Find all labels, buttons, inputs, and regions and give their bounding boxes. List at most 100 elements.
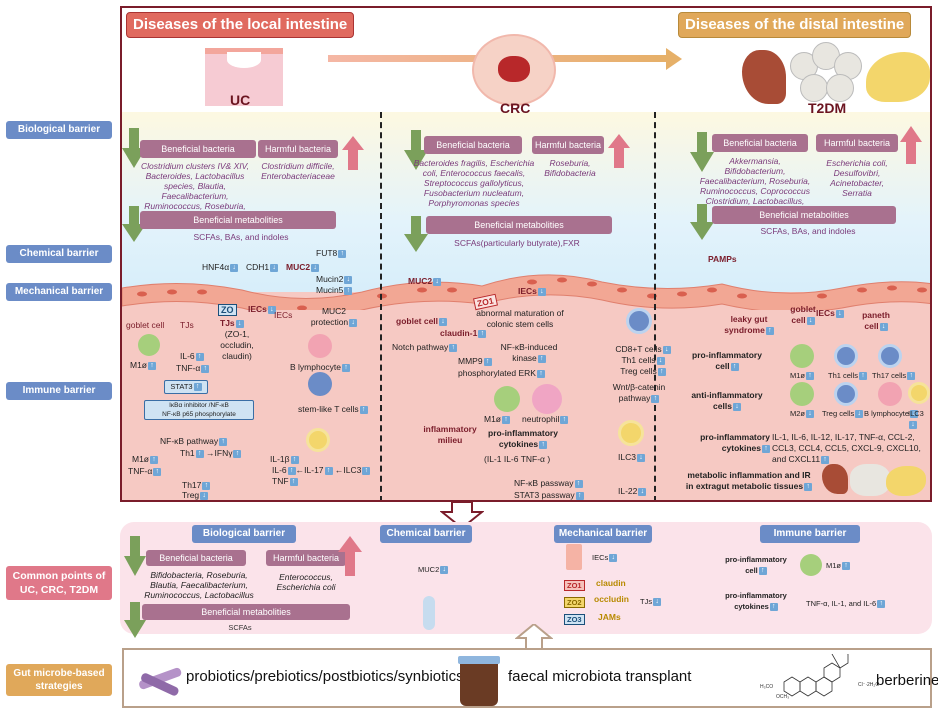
up-icon: ↑ <box>150 455 158 464</box>
side-label-common: Common points of UC, CRC, T2DM <box>6 566 112 600</box>
faecal-sample-jar-icon <box>458 656 500 706</box>
down-icon: ↓ <box>909 421 917 430</box>
probiotic-bacteria-icon <box>139 667 182 696</box>
common-harmful-bacteria-list: Enterococcus, Escherichia coli <box>276 572 336 592</box>
uc-hnf4a: HNF4α↓ <box>202 262 239 273</box>
up-icon: ↑ <box>478 329 487 338</box>
t2dm-liver-small-icon <box>822 464 848 494</box>
strategy-fmt: faecal microbiota transplant <box>508 668 692 685</box>
up-icon: ↑ <box>537 354 546 363</box>
t2dm-pro-cell: pro-inflammatory cell↑ <box>692 350 762 371</box>
up-icon: ↑ <box>202 481 211 490</box>
uc-mucin2: Mucin2↓ <box>316 274 353 285</box>
up-icon: ↑ <box>574 479 583 488</box>
down-icon: ↓ <box>879 322 888 331</box>
uc-tjs-detail-title: TJs↓ <box>220 318 244 329</box>
uc-iecs-main: IECs↓ <box>248 304 276 315</box>
crc-iecs: IECs↓ <box>518 286 546 297</box>
crc-ilc3-icon <box>618 420 644 446</box>
side-label-chemical: Chemical barrier <box>6 245 112 263</box>
t2dm-iecs: IECs↓ <box>816 308 844 319</box>
crc-claudin1: claudin-1↑ <box>440 328 487 339</box>
b-lymphocyte-icon <box>308 334 332 358</box>
uc-stem-t-cells: stem-like T cells↑ <box>298 404 368 415</box>
common-occludin: occludin <box>594 594 629 604</box>
uc-fut8: FUT8↑ <box>316 248 347 259</box>
common-points-panel: Biological barrier Beneficial bacteria H… <box>120 522 932 638</box>
down-icon: ↓ <box>638 487 647 496</box>
t2dm-th1-icon <box>834 344 858 368</box>
uc-metabolites-label: Beneficial metabolities <box>140 211 336 229</box>
t2dm-pamps: PAMPs <box>708 254 737 264</box>
uc-b-lymphocyte: B lymphocyte↑ <box>290 362 351 373</box>
liver-icon <box>742 50 786 104</box>
uc-goblet-cell-label: goblet cell <box>126 320 165 330</box>
t2dm-harmful-up-arrow <box>900 126 922 164</box>
crc-muc2: MUC2↓ <box>408 276 442 287</box>
up-icon: ↑ <box>148 361 156 370</box>
uc-tjs-label: TJs <box>180 320 194 330</box>
uc-cdh1: CDH1↓ <box>246 262 279 273</box>
t2dm-leaky-gut: leaky gut syndrome↑ <box>718 314 780 336</box>
up-icon: ↑ <box>362 466 371 475</box>
up-icon: ↑ <box>287 466 296 475</box>
up-icon: ↑ <box>539 440 548 449</box>
down-icon: ↓ <box>732 402 741 411</box>
down-icon: ↓ <box>267 305 276 314</box>
uc-metabolites-down-arrow <box>122 206 146 242</box>
uc-stat3-box: STAT3↑ <box>164 380 208 394</box>
progression-arrow-head <box>666 48 682 70</box>
up-icon: ↑ <box>762 444 770 453</box>
common-zo3-badge: ZO3 <box>564 614 585 625</box>
uc-metabolites-list: SCFAs, BAs, and indoles <box>193 232 289 242</box>
strategies-panel: probiotics/prebiotics/postbiotics/synbio… <box>122 648 938 708</box>
t2dm-label: T2DM <box>808 100 847 116</box>
up-icon: ↑ <box>290 455 299 464</box>
up-icon: ↑ <box>233 449 242 458</box>
common-cytokine-list: TNF-α, IL-1, and IL-6↑ <box>806 598 886 609</box>
t2dm-m2-icon <box>790 382 814 406</box>
down-icon: ↓ <box>806 410 814 419</box>
up-icon: ↑ <box>338 249 347 258</box>
uc-il1b: IL-1β↑ <box>270 454 299 465</box>
t2dm-harmful-bacteria-label: Harmful bacteria <box>816 134 898 152</box>
t2dm-harmful-bacteria-list: Escherichia coli, Desulfovibri, Acinetob… <box>826 158 888 198</box>
crc-wnt-pathway: Wnt/β-catenin pathway↑ <box>612 382 666 403</box>
uc-nfkb-pathway: NF-κB pathway↑ <box>160 436 228 447</box>
common-m1: M1ø↑ <box>826 560 850 571</box>
down-icon: ↓ <box>349 318 358 327</box>
up-icon: ↑ <box>344 286 353 295</box>
uc-tnfa: TNF-α↑ <box>176 363 210 374</box>
down-icon: ↓ <box>835 309 844 318</box>
up-icon: ↑ <box>758 567 767 576</box>
crc-beneficial-bacteria-list: Bacteroides fragilis, Escherichia coli, … <box>413 158 535 208</box>
t2dm-b-lymph-icon <box>878 382 902 406</box>
crc-tumor-image <box>472 34 556 106</box>
up-icon: ↑ <box>324 466 333 475</box>
down-icon: ↓ <box>855 410 864 419</box>
crc-neutrophil: neutrophil↑ <box>522 414 569 425</box>
t2dm-th1: Th1 cells↑ <box>828 370 868 381</box>
crc-label: CRC <box>500 100 531 116</box>
t2dm-pancreas-small-icon <box>886 466 926 496</box>
common-zo1-badge: ZO1 <box>564 580 585 591</box>
up-icon: ↑ <box>153 467 162 476</box>
crc-phospho-erk: phosphorylated ERK↑ <box>458 368 545 379</box>
divider-crc-t2dm <box>654 112 656 500</box>
uc-iecs-label: IECs <box>274 310 293 320</box>
adipose-icon <box>790 42 866 104</box>
crc-harmful-bacteria-list: Roseburia, Bifidobacteria <box>544 158 596 178</box>
uc-m1: M1ø↑ <box>130 360 156 371</box>
t2dm-th17-icon <box>878 344 902 368</box>
uc-th1: Th1↑ →IFNγ↑ <box>180 448 242 459</box>
crc-harmful-bacteria-label: Harmful bacteria <box>532 136 604 154</box>
crc-metabolites-list: SCFAs(particularly butyrate),FXR <box>454 238 580 248</box>
crc-goblet-cell: goblet cell↓ <box>396 316 448 327</box>
down-icon: ↓ <box>653 598 662 607</box>
pancreas-icon <box>866 52 930 102</box>
t2dm-m2: M2ø↓ <box>790 408 814 419</box>
up-icon: ↑ <box>195 352 204 361</box>
up-icon: ↑ <box>842 562 850 571</box>
common-pro-cell: pro-inflammatory cell↑ <box>725 555 787 576</box>
t2dm-th17: Th17 cells↑ <box>872 370 916 381</box>
